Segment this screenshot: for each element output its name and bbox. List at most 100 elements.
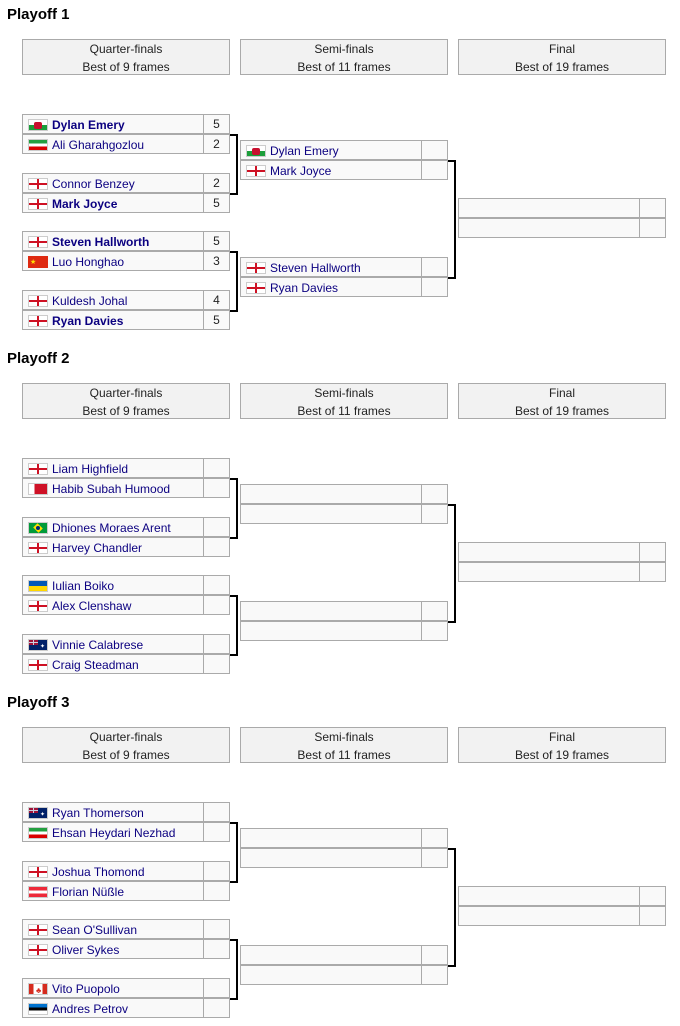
england-flag-icon (246, 164, 266, 177)
sf-player-link[interactable]: Steven Hallworth (270, 260, 361, 275)
bracket-line (230, 134, 238, 195)
round-name: Quarter-finals (89, 42, 163, 56)
brazil-flag-icon (28, 521, 48, 534)
england-flag-icon (28, 541, 48, 554)
qf-player-link[interactable]: Steven Hallworth (52, 234, 150, 249)
qf-player-link[interactable]: Craig Steadman (52, 657, 139, 672)
england-flag-icon (28, 462, 48, 475)
sf-score-cell (421, 160, 448, 180)
sf-player-link[interactable]: Dylan Emery (270, 143, 339, 158)
england-flag-icon (28, 658, 48, 671)
wales-flag-icon (246, 144, 266, 157)
ukraine-flag-icon (28, 579, 48, 592)
final-score-cell (639, 542, 666, 562)
final-score-cell (639, 198, 666, 218)
playoff-title: Playoff 2 (7, 350, 70, 367)
qf-player-link[interactable]: Luo Honghao (52, 254, 125, 269)
final-player-name-cell (458, 542, 640, 562)
sf-score-cell (421, 945, 448, 965)
china-flag-icon (28, 255, 48, 268)
qf-player-link[interactable]: Dhiones Moraes Arent (52, 520, 171, 535)
qf-player-name-cell: Alex Clenshaw (22, 595, 204, 615)
qf-player-link[interactable]: Vinnie Calabrese (52, 637, 144, 652)
qf-score-cell (203, 595, 230, 615)
sf-player-name-cell (240, 601, 422, 621)
round-format: Best of 9 frames (82, 748, 170, 762)
qf-score-cell: 4 (203, 290, 230, 310)
england-flag-icon (246, 281, 266, 294)
qf-score-cell (203, 881, 230, 901)
qf-player-link[interactable]: Ryan Davies (52, 313, 124, 328)
sf-player-name-cell (240, 504, 422, 524)
final-player-name-cell (458, 562, 640, 582)
qf-player-name-cell: Andres Petrov (22, 998, 204, 1018)
qf-score-cell (203, 517, 230, 537)
qf-player-link[interactable]: Ali Gharahgozlou (52, 137, 145, 152)
qf-score-cell: 5 (203, 193, 230, 213)
qf-score-cell (203, 634, 230, 654)
qf-player-name-cell: Habib Subah Humood (22, 478, 204, 498)
qf-player-link[interactable]: Ryan Thomerson (52, 805, 144, 820)
qf-score-cell (203, 478, 230, 498)
iran-flag-icon (28, 826, 48, 839)
round-format: Best of 19 frames (514, 404, 610, 418)
qf-player-link[interactable]: Harvey Chandler (52, 540, 143, 555)
qf-player-name-cell: Vito Puopolo (22, 978, 204, 998)
bracket-line (230, 595, 238, 656)
qf-player-link[interactable]: Joshua Thomond (52, 864, 145, 879)
qf-score-cell (203, 978, 230, 998)
qf-player-link[interactable]: Sean O'Sullivan (52, 922, 138, 937)
qf-score-cell (203, 822, 230, 842)
round-format: Best of 11 frames (297, 404, 391, 418)
final-score-cell (639, 218, 666, 238)
england-flag-icon (28, 197, 48, 210)
round-name: Final (548, 730, 575, 744)
qf-score-cell: 2 (203, 134, 230, 154)
qf-player-link[interactable]: Connor Benzey (52, 176, 135, 191)
qf-player-link[interactable]: Kuldesh Johal (52, 293, 128, 308)
round-name: Quarter-finals (89, 730, 163, 744)
round-name: Semi-finals (314, 386, 374, 400)
qf-player-link[interactable]: Andres Petrov (52, 1001, 129, 1016)
sf-score-cell (421, 257, 448, 277)
sf-player-link[interactable]: Mark Joyce (270, 163, 332, 178)
sf-player-name-cell: Ryan Davies (240, 277, 422, 297)
round-format: Best of 9 frames (82, 404, 170, 418)
qf-player-link[interactable]: Iulian Boiko (52, 578, 115, 593)
round-format: Best of 11 frames (297, 748, 391, 762)
round-format: Best of 11 frames (297, 60, 391, 74)
qf-player-link[interactable]: Oliver Sykes (52, 942, 120, 957)
bracket-line (230, 939, 238, 1000)
qf-player-link[interactable]: Habib Subah Humood (52, 481, 171, 496)
bahrain-flag-icon (28, 482, 48, 495)
qf-player-link[interactable]: Liam Highfield (52, 461, 129, 476)
qf-player-link[interactable]: Ehsan Heydari Nezhad (52, 825, 176, 840)
final-player-name-cell (458, 906, 640, 926)
qf-player-link[interactable]: Alex Clenshaw (52, 598, 132, 613)
qf-player-link[interactable]: Mark Joyce (52, 196, 118, 211)
round-name: Semi-finals (314, 42, 374, 56)
qf-score-cell (203, 998, 230, 1018)
qf-player-link[interactable]: Vito Puopolo (52, 981, 120, 996)
qf-player-link[interactable]: Florian Nüßle (52, 884, 125, 899)
sf-score-cell (421, 828, 448, 848)
final-player-name-cell (458, 218, 640, 238)
australia-flag-icon (28, 806, 48, 819)
qf-score-cell: 5 (203, 231, 230, 251)
england-flag-icon (28, 599, 48, 612)
qf-score-cell: 3 (203, 251, 230, 271)
qf-player-link[interactable]: Dylan Emery (52, 117, 125, 132)
sf-player-name-cell (240, 828, 422, 848)
iran-flag-icon (28, 138, 48, 151)
england-flag-icon (28, 177, 48, 190)
sf-score-cell (421, 601, 448, 621)
sf-player-link[interactable]: Ryan Davies (270, 280, 339, 295)
round-name: Final (548, 42, 575, 56)
